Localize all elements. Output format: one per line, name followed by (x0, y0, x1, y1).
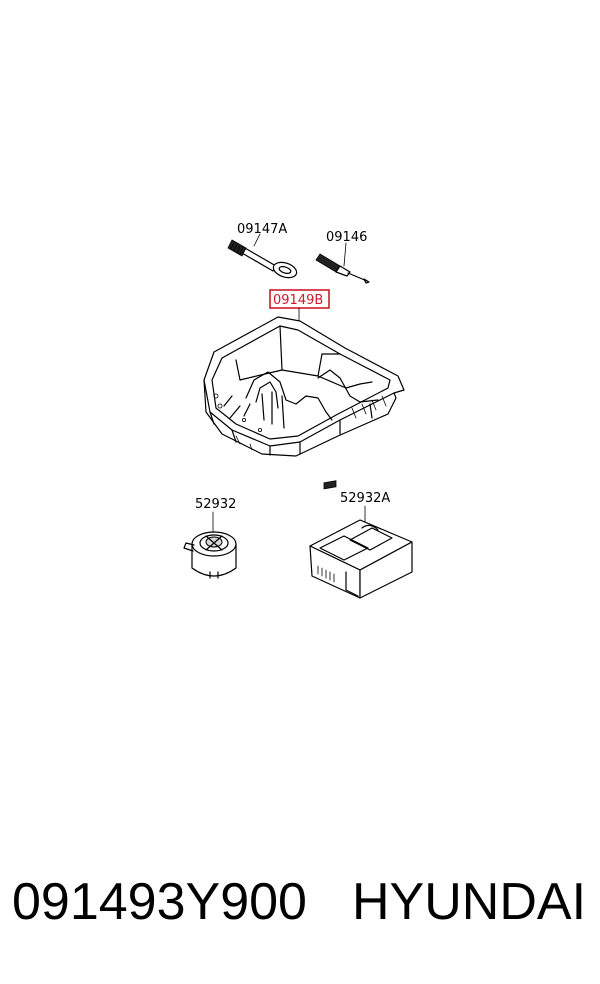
part-number-text: 091493Y900 (12, 873, 307, 931)
tow-hook-leader (253, 233, 261, 247)
label-compressor[interactable]: 52932A (340, 491, 390, 506)
label-screwdriver[interactable]: 09146 (326, 230, 367, 245)
tow-hook-drawing[interactable] (227, 239, 299, 280)
label-sealant-bottle[interactable]: 52932 (195, 497, 236, 512)
footer-caption: 091493Y900 HYUNDAI (0, 872, 600, 952)
screwdriver-drawing[interactable] (315, 253, 370, 284)
luggage-tray-drawing[interactable] (203, 316, 405, 457)
label-tow-hook[interactable]: 09147A (237, 222, 287, 237)
brand-text: HYUNDAI (352, 873, 587, 931)
label-tray[interactable]: 09149B (273, 293, 323, 308)
screwdriver-leader (343, 242, 347, 267)
compressor-drawing[interactable] (309, 480, 413, 599)
highlight-box-tray (269, 289, 330, 309)
sealant-bottle-drawing[interactable] (183, 531, 237, 579)
